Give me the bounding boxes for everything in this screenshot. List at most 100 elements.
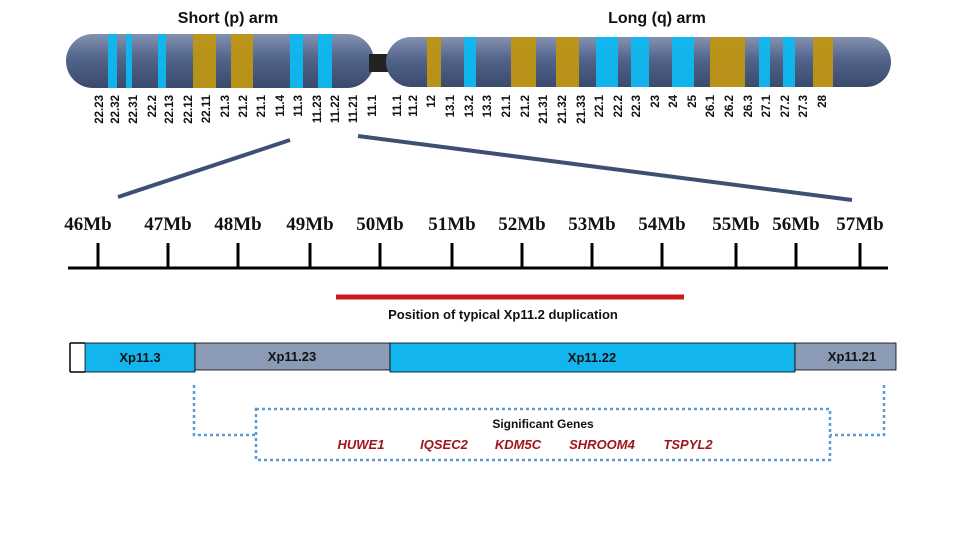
band-label: 22.2 (147, 95, 159, 117)
band-label: 21.2 (238, 95, 250, 117)
p-arm-title: Short (p) arm (178, 10, 278, 27)
scale-tick-label: 57Mb (836, 214, 884, 235)
band-label: 11.3 (293, 95, 305, 117)
band-label: 22.13 (164, 95, 176, 124)
scale-tick-label: 54Mb (638, 214, 686, 235)
band-blue (759, 37, 770, 87)
band-blue (126, 34, 132, 88)
band-label: 22.12 (183, 95, 195, 124)
band-blue (318, 34, 332, 88)
band-label: 11.21 (348, 94, 360, 123)
megabase-scale: 46Mb 47Mb 48Mb 49Mb 50Mb 51Mb 52Mb 53Mb 54Mb 55Mb… (64, 214, 888, 270)
band-label: 22.31 (128, 94, 140, 123)
gene-box (254, 407, 832, 462)
band-label: 27.3 (798, 95, 810, 117)
band-label: 11.1 (367, 94, 379, 116)
scale-tick-label: 51Mb (428, 214, 476, 235)
band-blue (631, 37, 649, 87)
band-label: 12 (426, 95, 438, 108)
band-label: 25 (687, 94, 699, 107)
band-label: 24 (668, 94, 680, 107)
region-label-xp11-22: Xp11.22 (568, 350, 616, 365)
scale-tick-label: 55Mb (712, 214, 760, 235)
region-label-xp11-3: Xp11.3 (119, 350, 160, 365)
scale-tick-label: 52Mb (498, 214, 546, 235)
region-label-xp11-21: Xp11.21 (828, 349, 876, 364)
band-label: 23 (650, 95, 662, 108)
scale-tick-label: 53Mb (568, 214, 616, 235)
scale-tick-label: 50Mb (356, 214, 404, 235)
q-arm-title: Long (q) arm (608, 10, 706, 27)
gene-name: HUWE1 (338, 437, 385, 452)
band-label: 13.2 (464, 95, 476, 117)
band-blue (158, 34, 166, 88)
band-blue (290, 34, 303, 88)
scale-tick-label: 46Mb (64, 214, 112, 235)
band-gold (231, 34, 253, 88)
band-label: 22.1 (594, 94, 606, 117)
band-label: 26.2 (724, 95, 736, 117)
band-blue (464, 37, 476, 87)
gene-name: TSPYL2 (663, 437, 713, 452)
band-label: 22.3 (631, 95, 643, 117)
gene-callout (192, 385, 886, 462)
gene-name: KDM5C (495, 437, 542, 452)
band-label: 11.23 (312, 95, 324, 123)
bracket-right (830, 385, 886, 437)
band-label: 27.2 (780, 95, 792, 117)
chromosome-bands (108, 34, 833, 88)
band-label: 13.1 (445, 94, 457, 117)
scale-tick-label: 48Mb (214, 214, 262, 235)
scale-tick-label: 49Mb (286, 214, 334, 235)
zoom-line-right (357, 134, 853, 202)
zoom-line-left (117, 138, 291, 199)
band-label: 27.1 (761, 94, 773, 117)
gene-box-title: Significant Genes (492, 417, 594, 431)
chromosome-ideogram (66, 34, 891, 88)
band-label: 21.32 (557, 95, 569, 124)
band-label: 11.4 (275, 94, 287, 116)
band-label: 26.1 (705, 94, 717, 117)
region-xp11-23 (194, 342, 391, 371)
scale-tick-label: 56Mb (772, 214, 820, 235)
band-label: 22.11 (201, 94, 213, 123)
band-label: 13.3 (482, 95, 494, 117)
band-label: 21.2 (520, 95, 532, 117)
gene-name: SHROOM4 (569, 437, 636, 452)
band-label: 21.31 (538, 94, 550, 123)
band-label: 22.2 (613, 95, 625, 117)
region-xp11-21 (794, 342, 897, 371)
band-label: 11.2 (408, 95, 420, 117)
scale-tick-label: 47Mb (144, 214, 192, 235)
band-gold (193, 34, 216, 88)
bracket-left (192, 385, 256, 437)
band-gold (556, 37, 579, 87)
band-gold (427, 37, 441, 87)
centromere (369, 54, 391, 72)
band-label: 21.3 (220, 95, 232, 117)
band-gold (511, 37, 536, 87)
band-label: 22.32 (110, 95, 122, 124)
region-xp11-22 (389, 342, 796, 373)
band-label: 26.3 (743, 95, 755, 117)
band-label: 21.1 (501, 94, 513, 117)
duplication-label: Position of typical Xp11.2 duplication (388, 307, 618, 322)
band-blue (672, 37, 694, 87)
band-gold (710, 37, 745, 87)
region-bar: Xp11.3 Xp11.23 Xp11.22 Xp11.21 (69, 342, 897, 373)
gene-name: IQSEC2 (420, 437, 468, 452)
region-xp11-3 (84, 342, 196, 373)
band-gold (813, 37, 833, 87)
band-label: 21.33 (576, 95, 588, 124)
band-label: 11.1 (392, 94, 404, 116)
band-blue (783, 37, 795, 87)
band-blue (596, 37, 618, 87)
band-label: 11.22 (330, 95, 342, 123)
band-label: 22.23 (94, 95, 106, 124)
region-label-xp11-23: Xp11.23 (268, 349, 316, 364)
band-label: 21.1 (256, 94, 268, 117)
gene-list: HUWE1 IQSEC2 KDM5C SHROOM4 TSPYL2 (338, 437, 714, 452)
band-label: 28 (817, 94, 829, 107)
